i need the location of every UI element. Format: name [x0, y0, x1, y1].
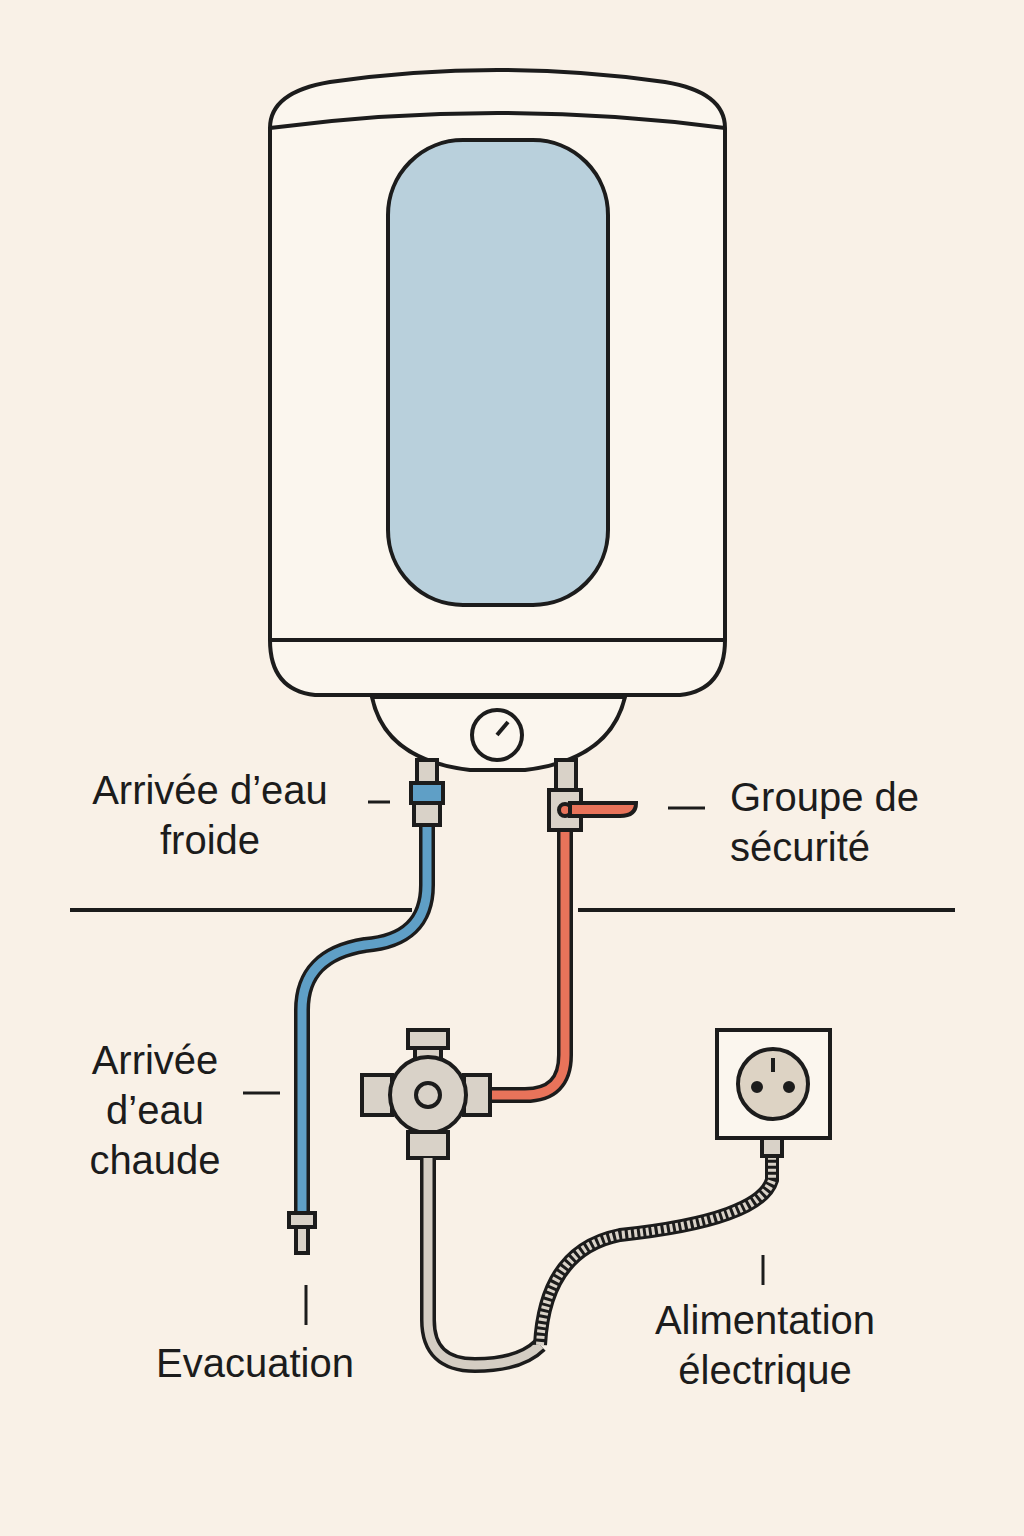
- tank-window: [388, 140, 608, 605]
- tank-body: [270, 70, 725, 695]
- part-label: Arrivée d’eau chaude: [70, 1035, 240, 1185]
- leader-line: [668, 807, 705, 810]
- floor-line: [578, 908, 955, 912]
- leader-line: [243, 1092, 280, 1095]
- hose: [428, 1158, 540, 1365]
- valve-body: [390, 1057, 466, 1133]
- hose-outline: [428, 1158, 540, 1365]
- valve-cap: [408, 1030, 448, 1048]
- thermostat-dial: [472, 710, 522, 760]
- socket-face: [738, 1049, 808, 1119]
- dial-needle: [497, 722, 508, 735]
- valve-outlet: [408, 1132, 448, 1158]
- fitting: [556, 760, 576, 790]
- valve-center: [416, 1083, 440, 1107]
- fitting-nut: [411, 783, 443, 803]
- mixing-valve: [362, 1030, 490, 1158]
- hot-pipe: [488, 830, 565, 1095]
- socket-earth: [771, 1058, 775, 1072]
- control-cap: [372, 697, 625, 770]
- part-label: Alimentation électrique: [620, 1295, 910, 1395]
- socket-hole: [785, 1083, 793, 1091]
- pipe-end: [289, 1213, 315, 1227]
- plug: [762, 1138, 782, 1156]
- socket-hole: [753, 1083, 761, 1091]
- floor-line: [70, 908, 412, 912]
- part-label: Arrivée d’eau froide: [60, 765, 360, 865]
- hot-pipe-outline: [488, 830, 565, 1095]
- fitting: [414, 803, 440, 825]
- leader-line: [368, 801, 390, 804]
- pipe-end: [296, 1227, 308, 1253]
- valve-port: [362, 1075, 392, 1115]
- part-label: Groupe de sécurité: [730, 772, 970, 872]
- part-label: Evacuation: [130, 1338, 380, 1388]
- leader-line: [762, 1255, 765, 1285]
- safety-handle: [570, 803, 636, 816]
- wall-socket: [717, 1030, 830, 1138]
- tank-bottom-rim: [270, 638, 725, 642]
- leader-line: [305, 1285, 308, 1325]
- tank-top-rim: [270, 113, 725, 128]
